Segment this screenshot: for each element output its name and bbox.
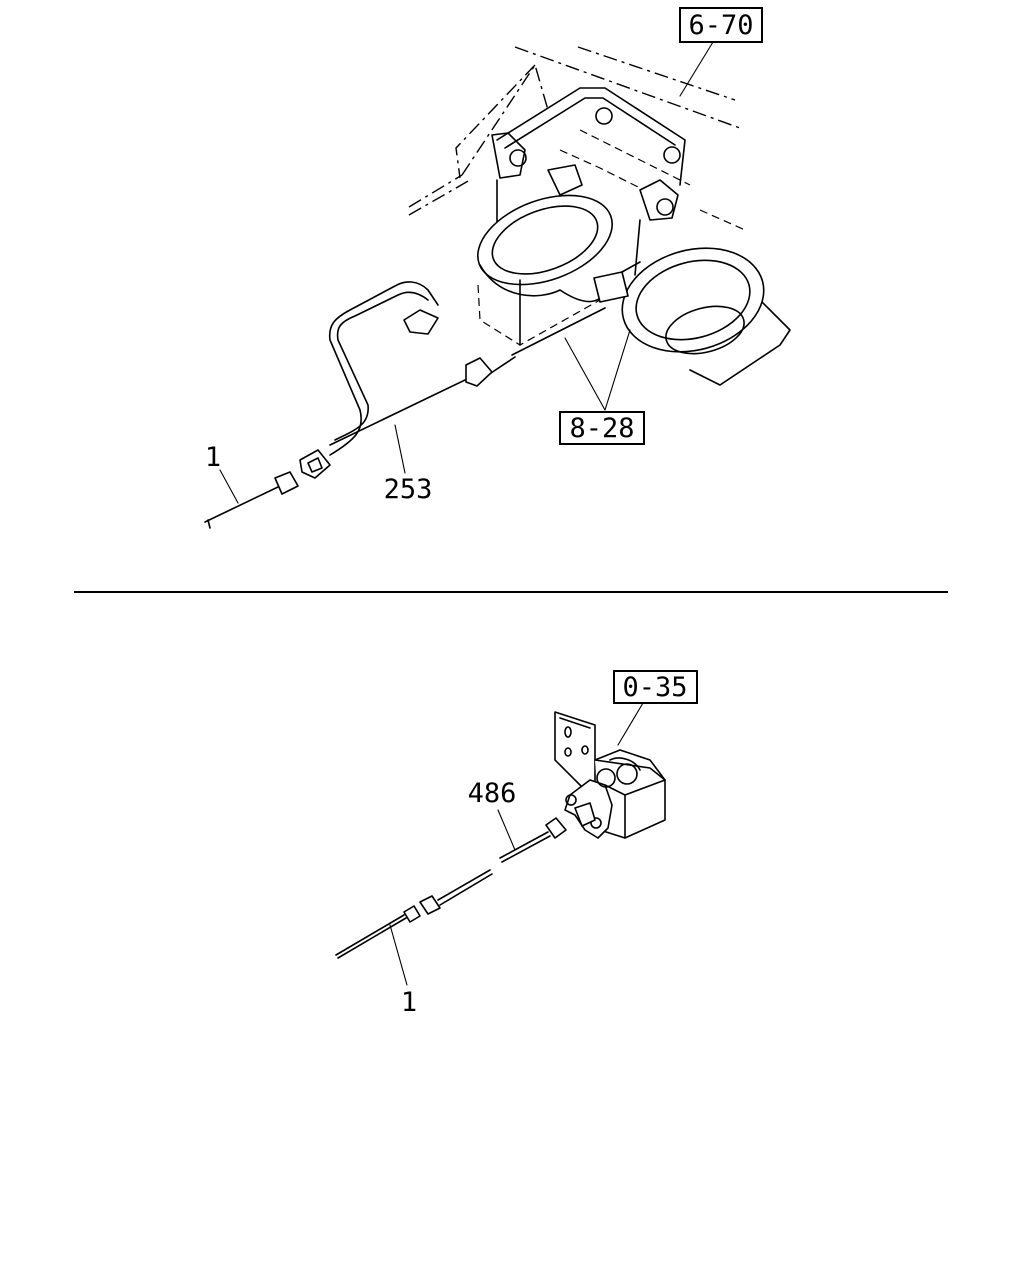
sensor-cable — [419, 817, 567, 915]
leader-1-top — [219, 469, 239, 504]
part-label-1-top[interactable]: 1 — [205, 442, 221, 473]
sensor-unit — [564, 757, 641, 839]
leader-486 — [497, 809, 516, 851]
leader-253 — [394, 424, 406, 474]
vehicle-body-outline — [408, 46, 746, 231]
part-label-1-bottom[interactable]: 1 — [401, 987, 417, 1018]
ref-label-8-28: 8-28 — [569, 413, 634, 444]
leader-6-70 — [679, 41, 714, 97]
ref-box-0-35[interactable]: 0-35 — [613, 670, 698, 704]
leader-0-35 — [617, 702, 644, 746]
horn-wire-harness — [299, 281, 606, 479]
top-diagram: 6-70 8-28 253 1 — [204, 7, 791, 529]
wire-1-top — [204, 471, 299, 529]
ref-box-6-70[interactable]: 6-70 — [679, 7, 763, 43]
leader-1-bottom — [389, 924, 408, 986]
ref-box-8-28[interactable]: 8-28 — [559, 411, 645, 445]
horn-right — [593, 247, 791, 386]
wire-1-bottom — [335, 905, 421, 959]
part-label-253[interactable]: 253 — [384, 474, 433, 505]
ref-label-6-70: 6-70 — [688, 10, 753, 41]
ref-label-0-35: 0-35 — [622, 672, 687, 703]
part-label-486[interactable]: 486 — [468, 778, 517, 809]
sensor-bracket — [554, 711, 666, 839]
leader-8-28 — [564, 329, 631, 411]
bottom-diagram: 0-35 486 1 — [335, 670, 698, 1018]
horn-left — [477, 164, 613, 346]
